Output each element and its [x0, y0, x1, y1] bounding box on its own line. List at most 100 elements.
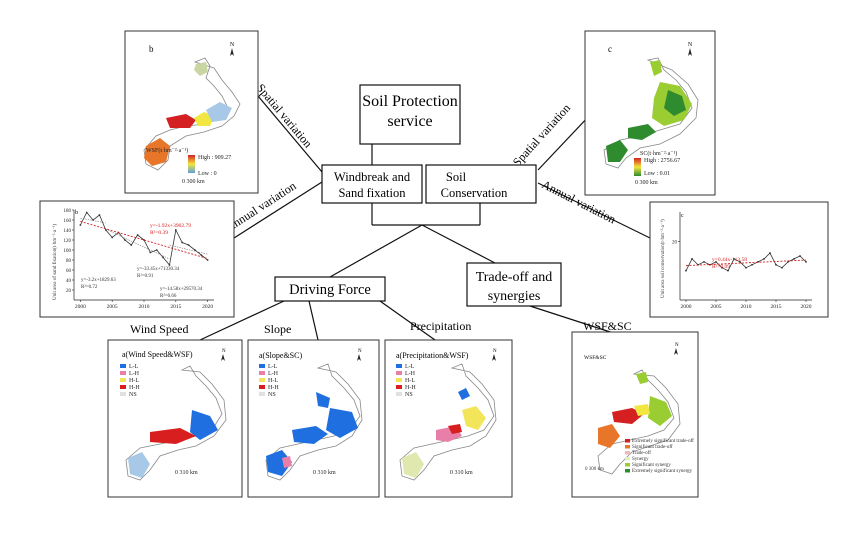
north-arrow-icon [357, 354, 361, 361]
map-c-region-green-dark [664, 90, 686, 116]
map-c-outline [603, 57, 699, 169]
map-c-legend-title: SC(t·hm⁻²·a⁻¹) [640, 150, 677, 157]
data-point [174, 229, 177, 231]
map-c-north: N [688, 42, 693, 48]
map-c-region-mid [628, 124, 656, 140]
driving-force-node: Driving Force [274, 276, 386, 302]
panel-a3-legend-2: H-L [405, 378, 415, 384]
chart-left-r2-red: R²=0.39 [150, 230, 168, 236]
panel-tradeoff-legend: Extremely significant trade-off Signific… [625, 439, 694, 474]
precipitation-label: Precipitation [410, 319, 471, 333]
chart-left-eq2: y=-33.45x+71330.34 [137, 267, 180, 272]
data-point [187, 244, 190, 246]
x-tick-label: 2015 [771, 304, 782, 310]
panel-a1-legend: L-L L-H H-L H-H NS [120, 364, 140, 398]
panel-a1-north: N [222, 349, 226, 354]
panel-a3-legend-0: L-L [405, 364, 415, 370]
data-point [98, 214, 101, 216]
y-tick-label: 20 [672, 240, 678, 245]
data-point [799, 255, 801, 257]
chart-right-letter: c [681, 213, 684, 219]
panel-a2-region-ll-4 [266, 450, 292, 476]
panel-a2-outline [265, 363, 363, 481]
map-c-legend-ramp [634, 158, 641, 176]
data-point [763, 258, 765, 260]
spatial-variation-left-label: Spatial variation [254, 81, 315, 151]
map-c-region-south [606, 140, 628, 162]
y-tick-label: 80 [66, 259, 72, 264]
map-b-legend-title: WSF(t·hm⁻²·a⁻¹) [146, 147, 188, 154]
panel-tradeoff-region-mid [634, 404, 650, 416]
wind-speed-label: Wind Speed [130, 322, 189, 336]
data-point [745, 266, 747, 269]
panel-tradeoff-legend-0: Extremely significant trade-off [632, 439, 694, 444]
data-point [751, 263, 753, 266]
panel-a3-region-hh [448, 424, 462, 434]
x-tick-label: 2015 [170, 304, 181, 310]
panel-a3-region-ll [458, 388, 470, 400]
tradeoff-node: Trade-off and synergies [466, 262, 562, 307]
chart-left-panel: b Unit area of sand fixation(t·hm⁻²·a⁻¹)… [39, 200, 235, 318]
panel-slope-sc: a(Slope&SC) N L-L L-H H-L H-H NS 0 310 k… [247, 339, 380, 498]
data-point [206, 259, 209, 261]
panel-a2-title: a(Slope&SC) [259, 351, 302, 360]
map-b-legend-high: High : 909.27 [198, 155, 231, 161]
panel-tradeoff-title: WSF&SC [584, 355, 607, 361]
map-b-region-north [194, 62, 208, 76]
spatial-variation-right-label: Spatial variation [510, 101, 573, 169]
data-point [715, 260, 717, 263]
chart-left-r2-2: R²=0.91 [137, 273, 154, 279]
panel-a1-outline [125, 365, 227, 481]
panel-precipitation-wsf: a(Precipitation&WSF) N L-L L-H H-L H-H N… [384, 339, 513, 498]
data-point [168, 264, 171, 266]
panel-tradeoff-north: N [675, 343, 679, 348]
panel-tradeoff-region-synergy [648, 396, 672, 426]
x-tick-label: 2020 [202, 304, 213, 310]
soil-protection-node: Soil Protection service [359, 84, 461, 145]
panel-tradeoff-legend-2: Trade-off [632, 451, 651, 456]
map-c-region-north [650, 60, 662, 76]
map-b-region-blue [206, 102, 232, 122]
data-point [691, 258, 693, 260]
data-point [130, 244, 133, 246]
data-point [85, 211, 88, 214]
panel-a1-legend-4: NS [129, 392, 137, 398]
panel-a2-legend-2: H-L [268, 378, 278, 384]
x-tick-label: 2010 [741, 304, 752, 310]
data-point [136, 234, 139, 236]
segment-trend-line [80, 217, 106, 224]
panel-wind-speed-wsf: a(Wind Speed&WSF) N L-L L-H H-L H-H NS 0… [107, 339, 243, 498]
data-point [181, 241, 184, 244]
chart-left-r2-1: R²=0.72 [81, 284, 98, 290]
data-point [769, 252, 771, 254]
data-point [739, 260, 741, 263]
panel-tradeoff-region-south [598, 424, 620, 448]
data-point [149, 251, 152, 254]
chart-right-eq: y=0.44x-113.58 [712, 257, 747, 263]
data-point [124, 239, 126, 241]
chart-left-ylabel: Unit area of sand fixation(t·hm⁻²·a⁻¹) [52, 224, 58, 300]
wsf-sc-label: WSF&SC [583, 319, 632, 333]
data-point [781, 266, 783, 269]
data-point [685, 269, 687, 272]
panel-a2-region-lh [282, 456, 292, 468]
chart-left-eq-red: y=-1.92x+3902.79 [150, 223, 191, 229]
map-b-panel: b N WSF(t·hm⁻²·a⁻¹) High : 909.27 Low : … [124, 30, 259, 194]
panel-a2-north: N [358, 349, 362, 354]
map-c-panel: c N SC(t·hm⁻²·a⁻¹) High : 2756.67 Low : … [584, 30, 716, 196]
panel-a3-legend-3: H-H [405, 385, 416, 391]
map-b-region-orange [144, 138, 170, 166]
chart-right-r2: R²=0.09 [712, 264, 730, 270]
panel-tradeoff-legend-3: Synergy [632, 457, 649, 462]
map-b-legend-ramp [188, 155, 195, 173]
data-point [721, 266, 723, 269]
trend-line [80, 220, 208, 260]
y-tick-label: 40 [66, 279, 72, 284]
y-tick-label: 180 [64, 209, 72, 214]
panel-a1-region-hh [150, 428, 196, 444]
data-point [79, 224, 82, 226]
x-tick-label: 2000 [681, 304, 692, 310]
panel-tradeoff-legend-4: Significant synergy [632, 463, 671, 468]
panel-a2-legend-1: L-H [268, 371, 279, 377]
